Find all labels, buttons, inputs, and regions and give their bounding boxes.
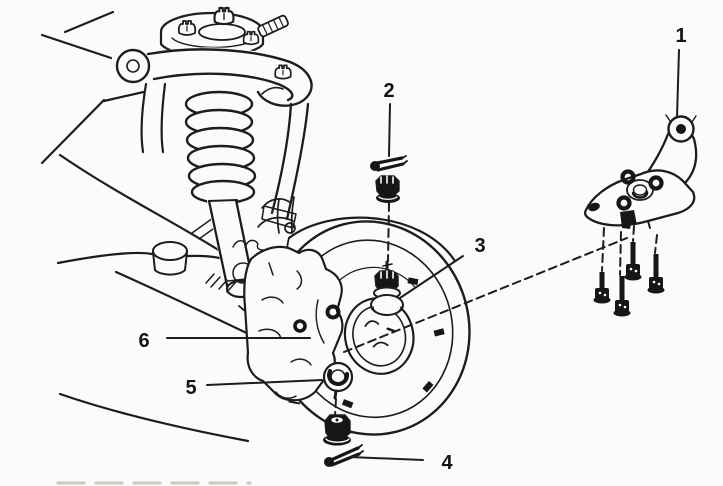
mounting-bolt (613, 276, 631, 317)
callout-label: 3 (474, 235, 485, 257)
cotter-pin-lower (324, 444, 364, 467)
callout-label: 4 (441, 452, 453, 474)
mounting-bolts (593, 242, 665, 317)
castle-nut-lower (323, 414, 351, 446)
bolt-hole (648, 175, 664, 191)
mount-nut (213, 6, 235, 26)
leader-line (399, 255, 464, 299)
callout-6: 6 (138, 330, 311, 352)
tie-rod-end (370, 260, 404, 316)
hub-bore (343, 297, 415, 375)
mounting-bolt (647, 254, 665, 294)
callout-label: 1 (675, 25, 686, 47)
callout-4: 4 (349, 452, 453, 474)
upper-control-arm (115, 47, 318, 229)
bump-stop (152, 241, 188, 276)
threaded-stud (257, 14, 289, 38)
bolt-hole (620, 169, 636, 185)
leader-line (676, 49, 680, 118)
lower-ball-joint (322, 361, 354, 400)
castle-nut-upper (375, 175, 400, 203)
mounting-bolt (593, 272, 611, 304)
brake-caliper (243, 245, 344, 402)
callout-label: 2 (383, 80, 394, 102)
bolt-hole (616, 195, 632, 211)
mount-nut (177, 19, 197, 37)
leader-line (349, 456, 424, 461)
callout-5: 5 (185, 377, 323, 399)
assembly-dashed-lines (334, 202, 658, 417)
steering-knuckle-top (257, 196, 296, 234)
callout-3: 3 (399, 235, 486, 299)
cotter-pin-upper (370, 155, 408, 172)
callout-label: 5 (185, 377, 196, 399)
callout-1: 1 (675, 25, 687, 118)
callout-2: 2 (383, 80, 395, 157)
knuckle-arm (583, 114, 698, 229)
leader-line (206, 379, 323, 386)
callout-label: 6 (138, 330, 149, 352)
mounting-bolt (624, 242, 642, 281)
leader-line (388, 103, 391, 157)
mount-nut (242, 30, 260, 46)
arm-bushing (115, 48, 151, 84)
caliper-bolt (293, 319, 307, 333)
strut-mount (159, 6, 289, 58)
caliper-bolt (325, 304, 341, 320)
arm-nut (274, 64, 292, 80)
callouts: 1 2 3 4 5 6 (138, 25, 686, 474)
